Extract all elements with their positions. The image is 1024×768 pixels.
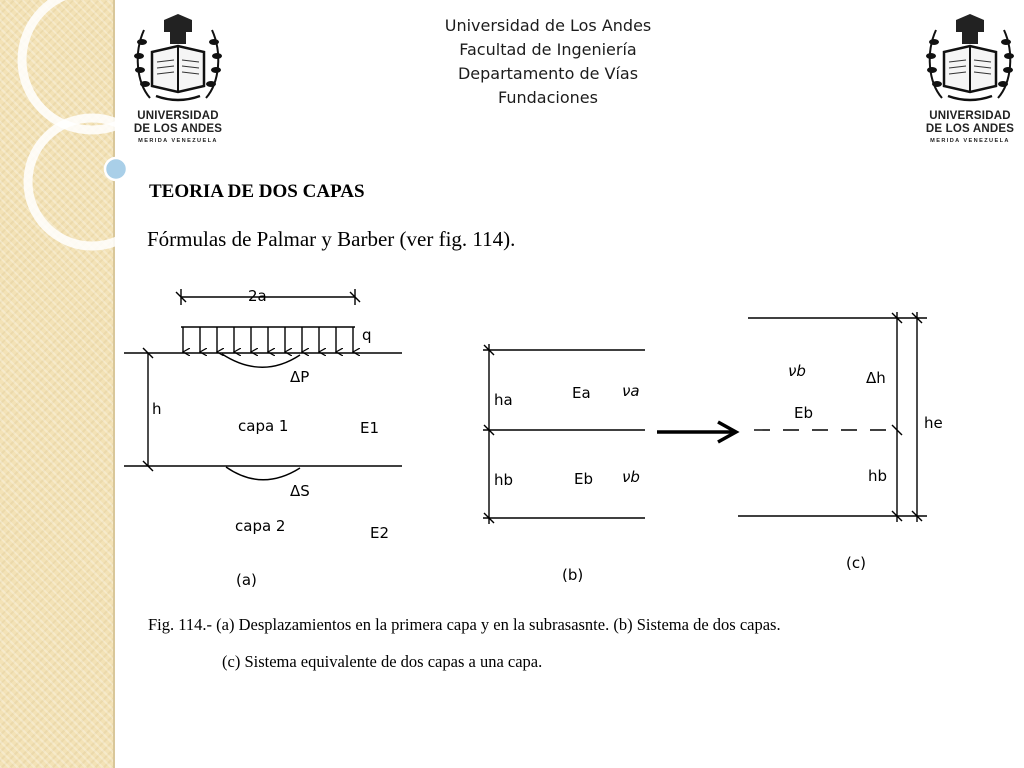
- figure-caption-line2: (c) Sistema equivalente de dos capas a u…: [222, 652, 543, 671]
- layer1-label: capa 1: [238, 417, 288, 435]
- accent-dot: [103, 156, 129, 182]
- dimension-slash: [483, 512, 495, 524]
- university-seal-icon: [134, 14, 222, 102]
- logo-name-line2: DE LOS ANDES: [925, 123, 1015, 135]
- panel-b-label: (b): [562, 566, 583, 584]
- width-dimension-slash: [175, 291, 187, 303]
- dh-label: Δh: [866, 369, 886, 387]
- logo-name-line3: MERIDA VENEZUELA: [138, 138, 218, 144]
- layer1-modulus: E1: [360, 419, 379, 437]
- header-department: Departamento de Vías: [457, 64, 639, 83]
- thickness-dimension-slash: [142, 347, 154, 359]
- section-title: TEORIA DE DOS CAPAS: [149, 181, 365, 202]
- width-label: 2a: [248, 287, 267, 305]
- hb-label: hb: [494, 471, 513, 489]
- panel-c-label: (c): [846, 554, 866, 572]
- hb-label: hb: [868, 467, 887, 485]
- decorative-ring-middle: [23, 113, 161, 251]
- vb-label: νb: [622, 468, 640, 486]
- dimension-slash: [891, 424, 903, 436]
- formula-subtitle: Fórmulas de Palmar y Barber (ver fig. 11…: [147, 227, 516, 251]
- width-dimension-slash: [349, 291, 361, 303]
- university-logo-right: UNIVERSIDAD DE LOS ANDES MERIDA VENEZUEL…: [922, 12, 1018, 150]
- dimension-slash: [483, 424, 495, 436]
- logo-name-line1: UNIVERSIDAD: [929, 110, 1011, 122]
- vb-label: νb: [788, 362, 806, 380]
- figure-caption-line1: Fig. 114.- (a) Desplazamientos en la pri…: [148, 615, 781, 634]
- logo-name-line2: DE LOS ANDES: [133, 123, 223, 135]
- bottom-deflection-curve: [225, 466, 301, 481]
- dimension-slash: [911, 312, 923, 324]
- ea-label: Ea: [572, 384, 591, 402]
- thickness-label: h: [152, 400, 162, 418]
- layer2-modulus: E2: [370, 524, 389, 542]
- load-label: q: [362, 326, 372, 344]
- panel-b-labels: ha Ea νa hb Eb νb (b): [494, 382, 640, 584]
- panel-a-labels: 2a q ΔP h capa 1 E1 ΔS capa 2 E2 (a): [152, 287, 389, 589]
- arrow-head: [717, 420, 740, 444]
- dimension-slash: [891, 312, 903, 324]
- header-faculty: Facultad de Ingeniería: [459, 40, 637, 59]
- load-arrows: [183, 327, 353, 352]
- dimension-slash: [911, 510, 923, 522]
- logo-name-line1: UNIVERSIDAD: [137, 110, 219, 122]
- top-deflection-label: ΔP: [290, 368, 309, 386]
- university-logo-left: UNIVERSIDAD DE LOS ANDES MERIDA VENEZUEL…: [130, 12, 226, 150]
- he-label: he: [924, 414, 943, 432]
- sidebar-edge: [113, 0, 115, 768]
- panel-a: [124, 289, 402, 481]
- institution-header: Universidad de Los Andes Facultad de Ing…: [398, 14, 698, 110]
- bottom-deflection-label: ΔS: [290, 482, 310, 500]
- dimension-slash: [483, 344, 495, 356]
- dimension-slash: [891, 510, 903, 522]
- va-label: νa: [622, 382, 640, 400]
- ha-label: ha: [494, 391, 513, 409]
- header-course: Fundaciones: [498, 88, 598, 107]
- panel-b: [483, 344, 645, 524]
- university-seal-icon: [926, 14, 1014, 102]
- eb-label: Eb: [574, 470, 593, 488]
- layer2-label: capa 2: [235, 517, 285, 535]
- transform-arrow: [657, 420, 740, 444]
- panel-a-label: (a): [236, 571, 257, 589]
- header-university: Universidad de Los Andes: [444, 16, 652, 35]
- logo-name-line3: MERIDA VENEZUELA: [930, 138, 1010, 144]
- top-deflection-curve: [221, 353, 301, 368]
- panel-c-labels: νb Δh Eb he hb (c): [788, 362, 943, 572]
- eb-label: Eb: [794, 404, 813, 422]
- panel-c: [738, 312, 927, 522]
